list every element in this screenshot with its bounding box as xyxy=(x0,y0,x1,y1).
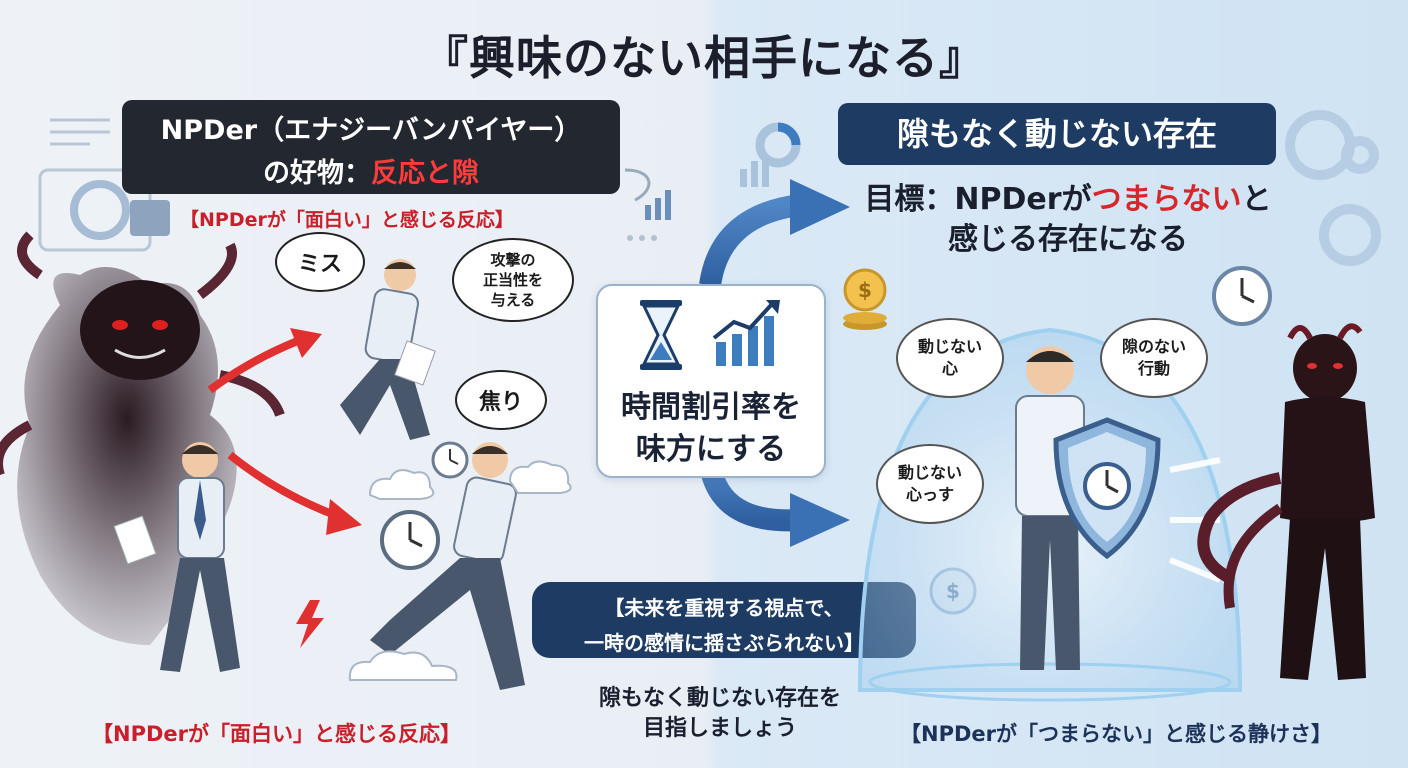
bubble-attack-line2: 正当性を xyxy=(482,271,543,289)
left-header-accent: 反応と隙 xyxy=(371,158,479,189)
goal-line2: 感じる存在になる xyxy=(948,222,1188,257)
left-header-line1: NPDer（エナジーバンパイヤー） xyxy=(160,115,582,146)
gear-icon xyxy=(1285,110,1381,266)
right-goal: 目標：NPDerがつまらないと 感じる存在になる xyxy=(848,180,1288,260)
donut-chart-icon xyxy=(740,122,801,187)
bubble-no-gap-action: 隙のない 行動 xyxy=(1100,318,1208,398)
right-footer: 【NPDerが「つまらない」と感じる静けさ】 xyxy=(900,722,1332,746)
lightning-icon xyxy=(296,600,324,648)
future-view-note: 【未来を重視する視点で、 一時の感情に揺さぶられない】 xyxy=(532,582,916,658)
goal-prefix: 目標：NPDerが xyxy=(864,182,1092,217)
time-discount-line2: 味方にする xyxy=(635,432,787,467)
running-man-top-figure xyxy=(340,259,436,440)
bubble-calm-mind: 動じない 心 xyxy=(896,318,1004,398)
time-discount-box: 時間割引率を 味方にする xyxy=(596,284,826,478)
future-view-line1: 【未来を重視する視点で、 xyxy=(604,596,844,620)
bubble-attack-line3: 与える xyxy=(490,291,536,309)
red-arrow-up xyxy=(207,328,322,394)
bubble-attack-justification: 攻撃の 正当性を 与える xyxy=(452,238,574,322)
stressed-man-figure xyxy=(113,442,240,672)
wall-clock-icon xyxy=(1212,266,1272,326)
cloud-bottom-icon xyxy=(348,650,458,681)
left-footer: 【NPDerが「面白い」と感じる反応】 xyxy=(92,722,461,746)
cloud-icon xyxy=(368,460,572,500)
future-view-line2: 一時の感情に揺さぶられない】 xyxy=(584,631,864,655)
page-title: 『興味のない相手になる』 xyxy=(422,31,986,85)
bubble-mistake: ミス xyxy=(275,232,365,292)
right-header-text: 隙もなく動じない存在 xyxy=(896,115,1217,153)
right-header-box: 隙もなく動じない存在 xyxy=(838,103,1276,165)
running-man-clock-figure xyxy=(370,442,525,690)
goal-accent: つまらない xyxy=(1091,182,1242,217)
svg-text:$: $ xyxy=(858,278,872,302)
shield-icon xyxy=(1053,417,1161,560)
dashboard-decor-icon xyxy=(38,118,170,252)
time-discount-line1: 時間割引率を xyxy=(621,390,801,425)
goal-suffix: と xyxy=(1241,182,1272,217)
left-header-prefix: の好物： xyxy=(263,158,371,189)
red-arrow-down xyxy=(227,451,362,535)
devil-figure xyxy=(1197,323,1375,680)
clock-icon xyxy=(431,441,469,479)
center-bottom-line1: 隙もなく動じない存在を xyxy=(598,686,841,711)
bar-chart-icon xyxy=(624,168,671,241)
bubble-impatience: 焦り xyxy=(455,370,547,430)
bubble-attack-line1: 攻撃の xyxy=(490,251,536,269)
center-bottom-line2: 目指しましょう xyxy=(642,716,797,741)
left-subheader: 【NPDerが「面白い」と感じる反応】 xyxy=(180,209,514,231)
growth-chart-icon xyxy=(712,300,780,366)
bubble-calm-mind-2: 動じない 心っす xyxy=(876,444,984,524)
left-header-box: NPDer（エナジーバンパイヤー） の好物：反応と隙 xyxy=(122,100,620,194)
coin-icon: $ xyxy=(843,268,887,330)
center-bottom-message: 隙もなく動じない存在を 目指しましょう xyxy=(540,684,900,744)
hourglass-icon xyxy=(640,300,682,370)
